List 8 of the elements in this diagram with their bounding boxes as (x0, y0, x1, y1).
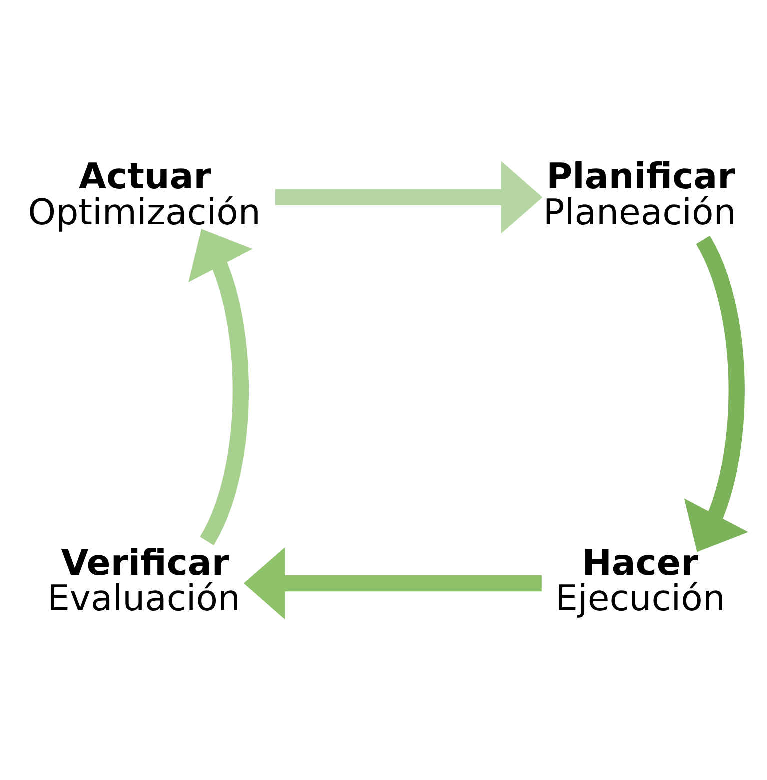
arrow (188, 228, 253, 544)
node-text: Actuar Optimización (28, 156, 261, 233)
arrow (684, 236, 748, 552)
node-text: Verificar Evaluación (48, 542, 240, 619)
arrow (244, 546, 542, 620)
node-text: Hacer Ejecución (556, 542, 726, 619)
node-text: Planificar Planeación (543, 156, 736, 233)
arrow (276, 160, 543, 234)
